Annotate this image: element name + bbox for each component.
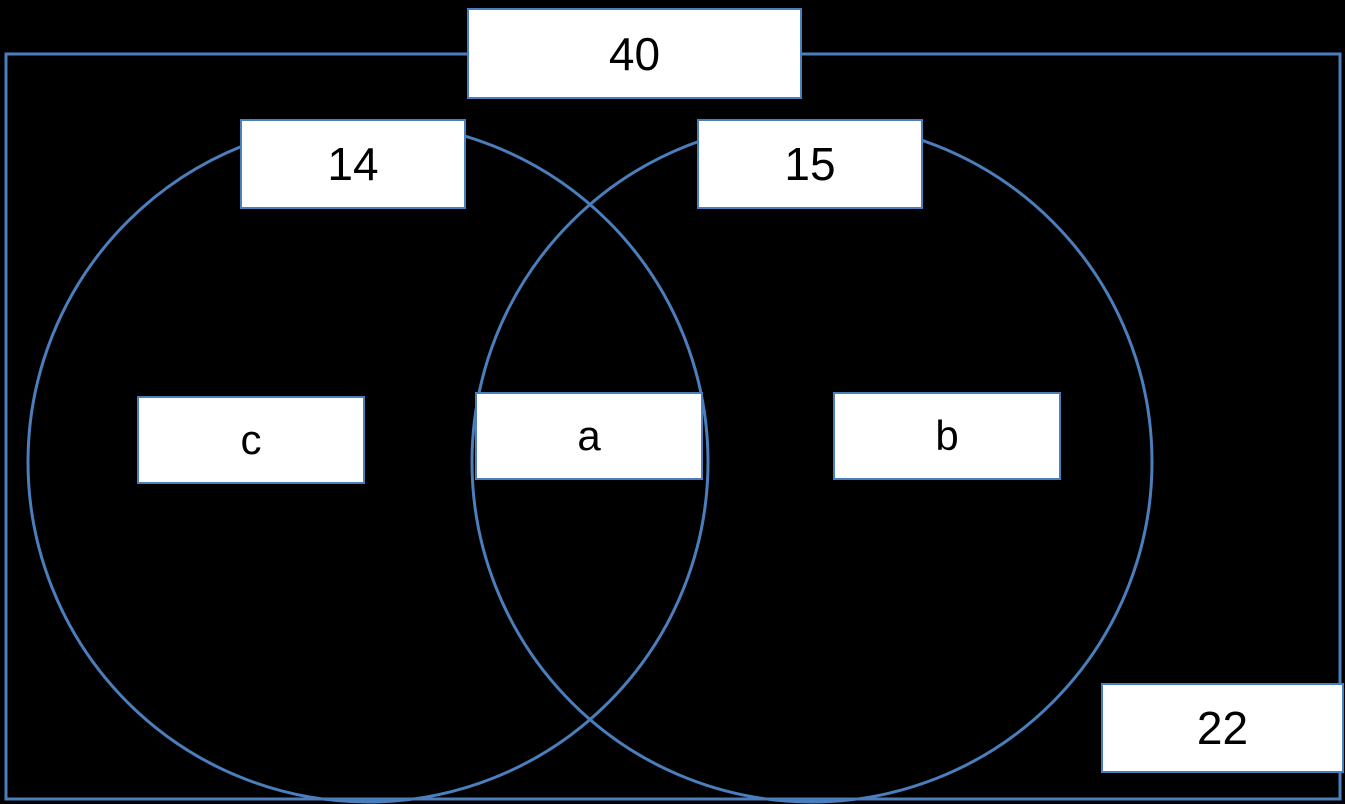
left-set-total-box[interactable]: 14: [240, 119, 466, 209]
left-only-region-text: c: [240, 416, 262, 463]
outside-region-value-box[interactable]: 22: [1101, 683, 1344, 773]
right-set-total-box[interactable]: 15: [697, 119, 923, 209]
left-only-region-box[interactable]: c: [137, 396, 365, 484]
intersection-region-text: a: [577, 412, 601, 459]
right-only-region-box[interactable]: b: [833, 392, 1061, 480]
left-set-total-text: 14: [327, 138, 379, 190]
right-set-total-text: 15: [784, 138, 836, 190]
right-only-region-text: b: [935, 412, 959, 459]
outside-region-value-text: 22: [1196, 702, 1249, 754]
universal-set-value-text: 40: [608, 27, 661, 80]
intersection-region-box[interactable]: a: [475, 392, 703, 480]
universal-set-value-box[interactable]: 40: [467, 8, 802, 99]
